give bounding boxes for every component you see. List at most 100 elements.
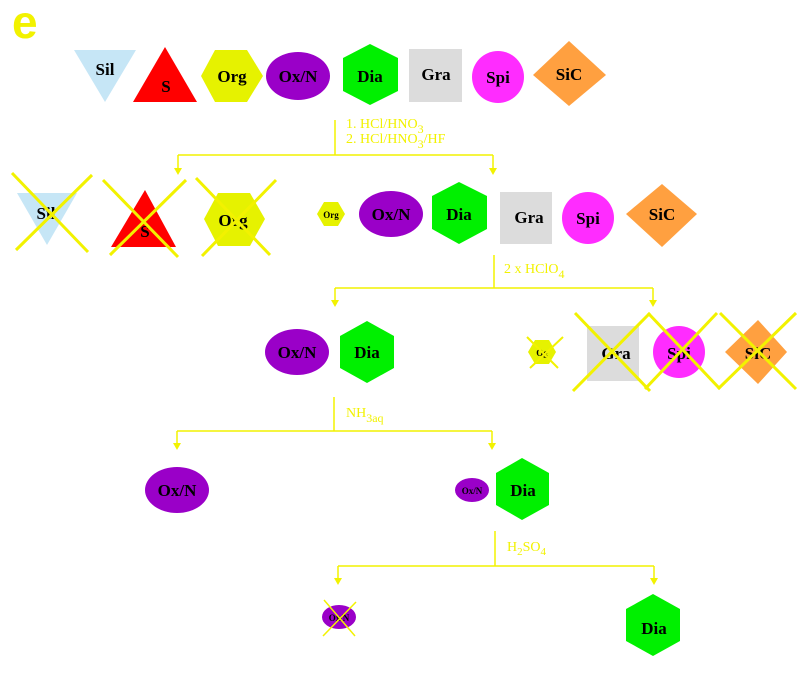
reagent-subscript: 2 (517, 546, 523, 558)
arrow-head-icon (488, 443, 496, 450)
node-org-small-removed: Og (526, 336, 564, 369)
node-oxn: Ox/N (359, 191, 423, 237)
node-label: Ox/N (372, 205, 411, 224)
arrow-head-icon (649, 300, 657, 307)
reagent-subscript: 3 (418, 122, 424, 136)
reagent-subscript: 3 (418, 137, 424, 151)
cross-out-icon (571, 311, 798, 393)
cross-out-icon (526, 336, 564, 369)
node-gra: Gra (500, 192, 552, 244)
arrow-head-icon (173, 443, 181, 450)
row-start: Sil S Org Ox/N Dia Gra Spi SiC (74, 41, 606, 106)
diamond-shape-fill (533, 41, 606, 106)
ellipse-shape (145, 467, 209, 513)
node-label: Dia (510, 481, 536, 500)
node-gra: Gra (409, 49, 462, 102)
square-shape (409, 49, 462, 102)
cross-out-icon (101, 178, 188, 259)
row-4-right: Ox/N Dia (455, 458, 549, 520)
circle-shape (472, 51, 524, 103)
panel-letter: e (12, 0, 38, 48)
triangle-up-shape (133, 47, 197, 102)
svg-text:2 x HClO4: 2 x HClO4 (504, 262, 564, 281)
node-label: Gra (421, 65, 451, 84)
row-2-remaining: Org Ox/N Dia Gra Spi SiC (317, 182, 697, 247)
ellipse-shape (266, 52, 330, 100)
square-shape (500, 192, 552, 244)
node-label: Org (217, 67, 247, 86)
node-sic: SiC (626, 184, 697, 247)
node-label: S (140, 222, 149, 241)
reagent-text: NH (346, 406, 366, 421)
node-dia-final: Dia (626, 594, 680, 656)
node-org-removed: Org (194, 176, 278, 258)
node-sic: SiC (533, 41, 606, 106)
node-org: Org (201, 50, 263, 102)
ellipse-shape (455, 478, 489, 502)
row-3-right-removed: Og Gra Spi SiC (526, 311, 798, 393)
node-s-removed: S (101, 178, 188, 259)
reagent-step-4: H2SO4 (507, 540, 547, 558)
node-org-small: Org (317, 202, 345, 226)
hexagon-shape (317, 202, 345, 226)
node-label: Sil (37, 204, 56, 223)
reagent-text: H (507, 540, 517, 555)
step-4-branch (337, 531, 655, 579)
node-label: Dia (357, 67, 383, 86)
cross-out-icon (322, 599, 357, 637)
cross-out-icon (10, 171, 94, 254)
reagent-subscript: 3aq (366, 411, 383, 425)
node-label: Org (323, 210, 339, 220)
node-label: Ox/N (462, 486, 483, 496)
arrow-head-icon (331, 300, 339, 307)
hexagon-shape (343, 44, 398, 105)
node-label: SiC (649, 205, 675, 224)
node-label: Sil (96, 60, 115, 79)
node-label: Dia (641, 619, 667, 638)
node-dia: Dia (432, 182, 487, 244)
hexagon-shape (626, 594, 680, 656)
hexagon-shape (201, 50, 263, 102)
node-oxn-left: Ox/N (145, 467, 209, 513)
svg-text:NH3aq: NH3aq (346, 406, 384, 425)
diamond-shape (626, 184, 697, 247)
reagent-step-1: 1. HCl/HNO3 2. HCl/HNO3/HF (346, 117, 446, 151)
svg-text:2. HCl/HNO3/HF: 2. HCl/HNO3/HF (346, 132, 446, 151)
node-label: Dia (354, 343, 380, 362)
reagent-step-2: 2 x HClO4 (504, 262, 564, 281)
reagent-text: 2 x HClO (504, 262, 558, 277)
circle-shape (562, 192, 614, 244)
node-dia: Dia (343, 44, 398, 105)
triangle-up-shape (111, 190, 176, 247)
node-s: S (133, 47, 197, 102)
svg-text:H2SO4: H2SO4 (507, 540, 547, 558)
ellipse-shape (359, 191, 423, 237)
node-label: Spi (486, 68, 510, 87)
node-sil-removed: Sil (10, 171, 94, 254)
node-oxn: Ox/N (265, 329, 329, 375)
step-2-branch (334, 255, 654, 302)
node-label: SiC (556, 65, 582, 84)
row-3-left: Ox/N Dia (265, 321, 394, 383)
step-3-branch (176, 397, 493, 444)
arrow-head-icon (334, 578, 342, 585)
reagent-subscript: 4 (541, 546, 547, 558)
reagent-text: SO (523, 540, 541, 555)
node-label: S (161, 77, 170, 96)
node-dia: Dia (340, 321, 394, 383)
node-label: Ox/N (279, 67, 318, 86)
reagent-step-3: NH3aq (346, 406, 384, 425)
reagent-subscript: 4 (558, 267, 564, 281)
node-label: Ox/N (278, 343, 317, 362)
reagent-text: 1. HCl/HNO (346, 117, 418, 132)
node-oxn-small-removed: Ox/N (322, 599, 357, 637)
node-oxn-small: Ox/N (455, 478, 489, 502)
hexagon-shape (432, 182, 487, 244)
svg-text:1. HCl/HNO3: 1. HCl/HNO3 (346, 117, 424, 136)
node-dia: Dia (496, 458, 549, 520)
row-2-removed: Sil S Org (10, 171, 278, 259)
step-1-branch (177, 120, 494, 170)
hexagon-shape (340, 321, 394, 383)
node-spi: Spi (472, 51, 524, 103)
